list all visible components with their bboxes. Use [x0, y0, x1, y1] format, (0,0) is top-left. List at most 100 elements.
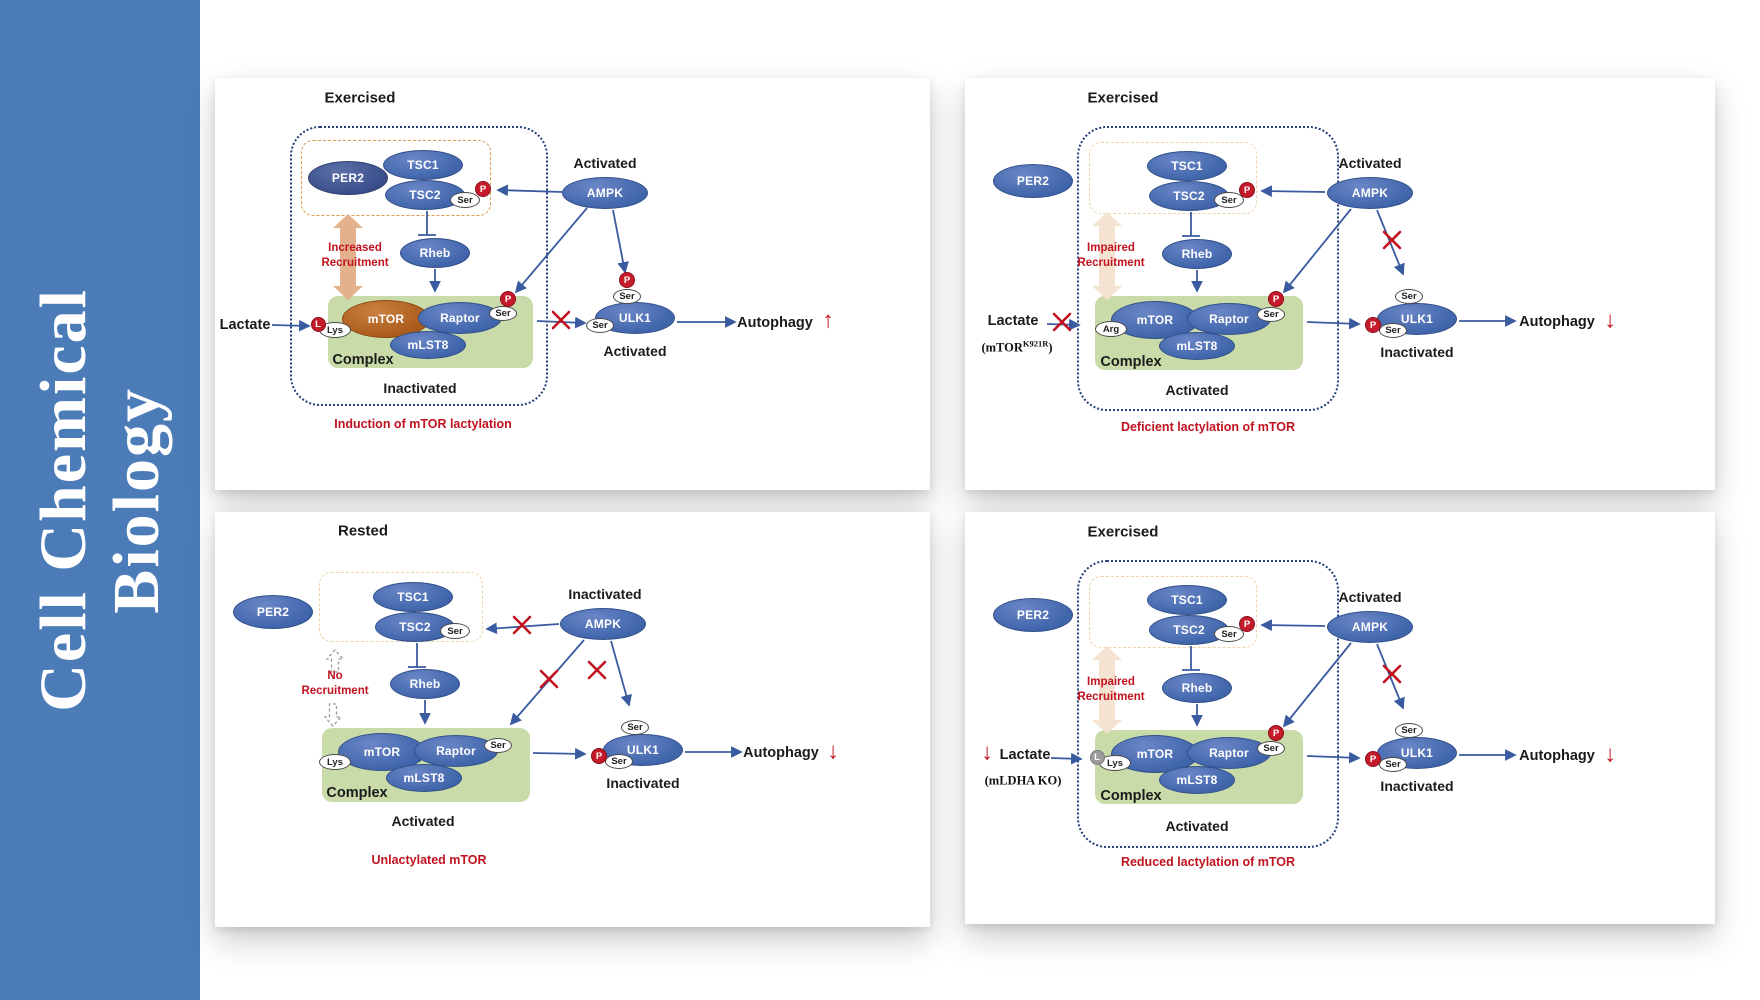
ulk1-status: Inactivated — [1380, 778, 1454, 794]
ampk-to-ulk1-arrow — [610, 640, 632, 707]
mark-p: P — [1365, 751, 1381, 767]
residue-ser: Ser — [450, 192, 480, 208]
residue-ser: Ser — [1257, 306, 1285, 322]
node-mlst8: mLST8 — [386, 764, 462, 792]
residue-ser: Ser — [1395, 722, 1423, 738]
panel-title: Exercised — [324, 89, 396, 107]
blocked-x-mark — [1052, 312, 1072, 332]
autophagy-label: Autophagy — [1519, 748, 1595, 764]
node-ampk: AMPK — [562, 177, 648, 209]
node-raptor: Raptor — [1187, 303, 1271, 335]
mark-p: P — [591, 748, 607, 764]
node-per2: PER2 — [308, 161, 388, 195]
tsc-dashed-box — [1089, 576, 1257, 648]
superscript: K921R — [1022, 338, 1049, 349]
ampk-to-ulk1-arrow — [1376, 209, 1405, 276]
mark-p: P — [1268, 291, 1284, 307]
blocked-x-mark — [551, 310, 571, 330]
recruitment-label: Increased Recruitment — [321, 242, 389, 269]
complex-label: Complex — [1100, 788, 1162, 804]
panel-caption: Induction of mTOR lactylation — [334, 417, 512, 431]
mark-p: P — [619, 272, 635, 288]
mutant-note: (mTORK921R) — [981, 338, 1053, 355]
ampk-to-ulk1-arrow — [612, 209, 629, 274]
panel-title: Exercised — [1087, 523, 1159, 541]
autophagy-down-arrow: ↓ — [1604, 740, 1616, 767]
complex-status: Activated — [391, 813, 455, 829]
lactate-label: Lactate — [999, 747, 1051, 763]
node-tsc1: TSC1 — [373, 582, 453, 612]
panel-caption: Reduced lactylation of mTOR — [1120, 855, 1296, 869]
residue-ser: Ser — [1379, 756, 1407, 772]
blocked-x-mark — [512, 615, 532, 635]
node-per2: PER2 — [993, 598, 1073, 632]
recruitment-label: Impaired Recruitment — [1077, 676, 1145, 703]
node-ulk1: ULK1 — [603, 734, 683, 766]
ampk-status: Activated — [1338, 155, 1402, 171]
autophagy-down-arrow: ↓ — [827, 737, 839, 764]
recruitment-label: No Recruitment — [301, 670, 369, 697]
node-tsc1: TSC1 — [383, 150, 463, 180]
ulk1-status: Inactivated — [606, 775, 680, 791]
blocked-x-mark — [1382, 230, 1402, 250]
ampk-to-ulk1-arrow — [1376, 643, 1405, 710]
tsc-dashed-box — [1089, 142, 1257, 214]
mark-p: P — [1268, 725, 1284, 741]
residue-ser: Ser — [621, 719, 649, 735]
node-tsc1: TSC1 — [1147, 151, 1227, 181]
panel-title: Exercised — [1087, 89, 1159, 107]
blocked-x-mark — [587, 660, 607, 680]
panel-title: Rested — [337, 522, 389, 540]
mutant-note: (mLDHA KO) — [984, 773, 1062, 788]
blocked-x-mark — [1382, 664, 1402, 684]
node-tsc2: TSC2 — [1149, 615, 1229, 645]
residue-arg: Arg — [1095, 321, 1127, 337]
residue-ser: Ser — [1379, 322, 1407, 338]
residue-ser: Ser — [1257, 740, 1285, 756]
complex-label: Complex — [1100, 354, 1162, 370]
lactate-down-arrow: ↓ — [981, 738, 993, 765]
ampk-status: Inactivated — [568, 586, 642, 602]
node-tsc1: TSC1 — [1147, 585, 1227, 615]
autophagy-down-arrow: ↓ — [1604, 306, 1616, 333]
mark-p: P — [1239, 616, 1255, 632]
mark-l: L — [1089, 749, 1105, 765]
journal-sidebar: Cell Chemical Biology — [0, 0, 200, 1000]
node-mlst8: mLST8 — [1159, 332, 1235, 360]
node-raptor: Raptor — [1187, 737, 1271, 769]
residue-ser: Ser — [484, 737, 512, 753]
node-ulk1: ULK1 — [1377, 303, 1457, 335]
node-rheb: Rheb — [400, 238, 470, 268]
ampk-to-raptor-arrow — [509, 639, 585, 726]
node-raptor: Raptor — [414, 735, 498, 767]
complex-status: Activated — [1165, 818, 1229, 834]
mark-p: P — [1239, 182, 1255, 198]
ampk-status: Activated — [1338, 589, 1402, 605]
inhibition-tbar — [408, 643, 426, 668]
complex-label: Complex — [332, 352, 394, 368]
panel-caption: Unlactylated mTOR — [371, 853, 487, 867]
lactate-label: Lactate — [987, 313, 1039, 329]
complex-status: Activated — [1165, 382, 1229, 398]
mark-l: L — [310, 316, 326, 332]
residue-ser: Ser — [1214, 192, 1244, 208]
residue-ser: Ser — [1214, 626, 1244, 642]
per2-tsc-dashed-box — [301, 140, 491, 216]
residue-ser: Ser — [613, 288, 641, 304]
residue-ser: Ser — [489, 305, 517, 321]
autophagy-label: Autophagy — [743, 745, 819, 761]
node-mlst8: mLST8 — [390, 331, 466, 359]
node-per2: PER2 — [993, 164, 1073, 198]
lactate-to-complex-arrow — [1046, 318, 1081, 331]
autophagy-up-arrow: ↑ — [822, 306, 834, 333]
ampk-to-tsc2-arrow — [485, 622, 560, 635]
ulk1-status: Activated — [603, 343, 667, 359]
mark-p: P — [500, 291, 516, 307]
node-rheb: Rheb — [390, 669, 460, 699]
node-ampk: AMPK — [1327, 177, 1413, 209]
complex-to-ulk1-arrow — [532, 747, 587, 760]
